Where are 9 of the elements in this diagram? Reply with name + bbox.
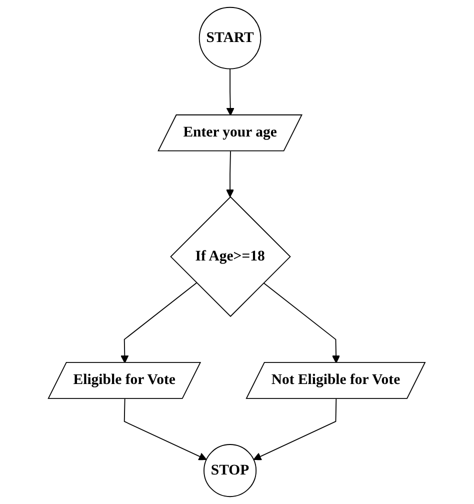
node-circle: STOP — [204, 444, 257, 498]
arrow — [226, 150, 234, 198]
arrow — [226, 68, 235, 116]
arrow — [254, 398, 337, 460]
node-circle: START — [199, 6, 262, 70]
node-diamond: If Age>=18 — [170, 196, 292, 318]
arrow — [124, 398, 208, 460]
arrow — [263, 282, 340, 364]
arrow — [120, 282, 198, 364]
